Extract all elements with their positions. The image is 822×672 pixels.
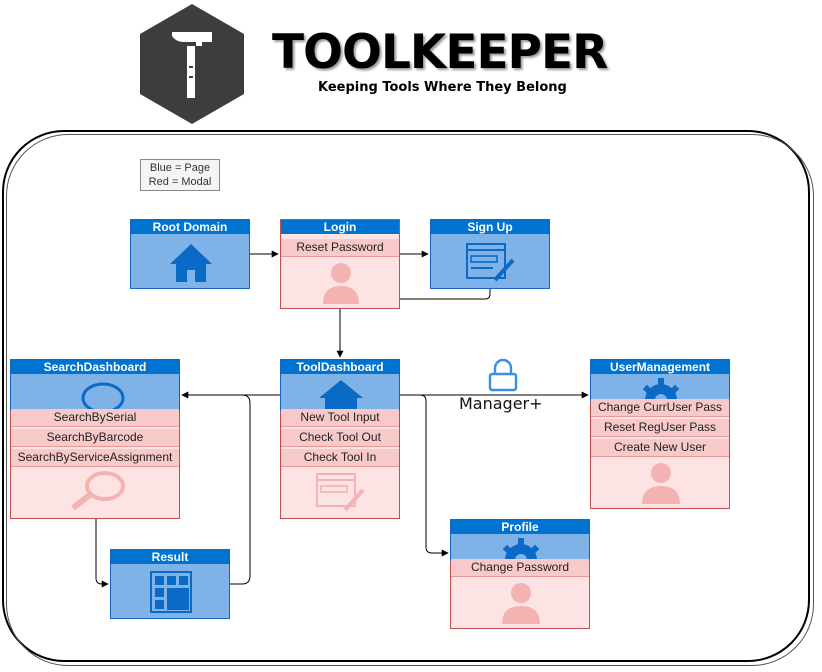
node-root-domain-title: Root Domain: [131, 220, 249, 234]
magnifier-icon: [71, 471, 125, 511]
diagram-frame-shadow: [6, 134, 814, 666]
login-item-reset-password[interactable]: Reset Password: [281, 239, 399, 257]
user-icon: [642, 463, 680, 504]
user-item-change-curr-pass[interactable]: Change CurrUser Pass: [591, 399, 729, 417]
node-root-domain[interactable]: Root Domain: [130, 219, 250, 289]
tool-item-check-in[interactable]: Check Tool In: [281, 449, 399, 467]
node-login-title: Login: [281, 220, 399, 234]
legend: Blue = Page Red = Modal: [140, 159, 220, 191]
legend-page: Blue = Page: [149, 162, 211, 174]
node-user-management-title: UserManagement: [591, 360, 729, 374]
node-login[interactable]: Login Reset Password: [280, 219, 400, 309]
user-item-create-user[interactable]: Create New User: [591, 439, 729, 457]
search-item-serial[interactable]: SearchBySerial: [11, 409, 179, 427]
search-item-barcode[interactable]: SearchByBarcode: [11, 429, 179, 447]
node-sign-up-title: Sign Up: [431, 220, 549, 234]
home-icon: [319, 380, 363, 410]
search-item-service-assignment[interactable]: SearchByServiceAssignment: [11, 449, 179, 467]
node-tool-dashboard-title: ToolDashboard: [281, 360, 399, 374]
app-tagline: Keeping Tools Where They Belong: [318, 80, 567, 95]
tool-item-new-input[interactable]: New Tool Input: [281, 409, 399, 427]
user-icon: [323, 263, 359, 304]
user-icon: [502, 583, 540, 624]
node-search-dashboard[interactable]: SearchDashboard SearchBySerial SearchByB…: [10, 359, 180, 519]
node-result[interactable]: Result: [110, 549, 230, 619]
legend-modal: Red = Modal: [148, 176, 212, 188]
node-sign-up[interactable]: Sign Up: [430, 219, 550, 289]
node-result-title: Result: [111, 550, 229, 564]
gear-icon: [502, 538, 540, 560]
node-user-management[interactable]: UserManagement Change CurrUser Pass Rese…: [590, 359, 730, 509]
tool-item-check-out[interactable]: Check Tool Out: [281, 429, 399, 447]
grid-icon: [150, 571, 192, 613]
gear-icon: [642, 378, 680, 400]
edge-label-manager: Manager+: [459, 394, 543, 413]
app-title: TOOLKEEPER: [272, 25, 608, 80]
search-icon: [81, 382, 125, 412]
user-item-reset-reg-pass[interactable]: Reset RegUser Pass: [591, 419, 729, 437]
form-edit-icon: [316, 473, 365, 512]
form-edit-icon: [466, 243, 515, 282]
node-search-dashboard-title: SearchDashboard: [11, 360, 179, 374]
home-icon: [170, 244, 212, 282]
node-profile[interactable]: Profile Change Password: [450, 519, 590, 629]
node-profile-title: Profile: [451, 520, 589, 534]
logo-hexagon: [140, 4, 244, 124]
hammer-icon: [172, 32, 212, 98]
lock-icon: [488, 358, 518, 392]
profile-item-change-password[interactable]: Change Password: [451, 559, 589, 577]
node-tool-dashboard[interactable]: ToolDashboard New Tool Input Check Tool …: [280, 359, 400, 519]
